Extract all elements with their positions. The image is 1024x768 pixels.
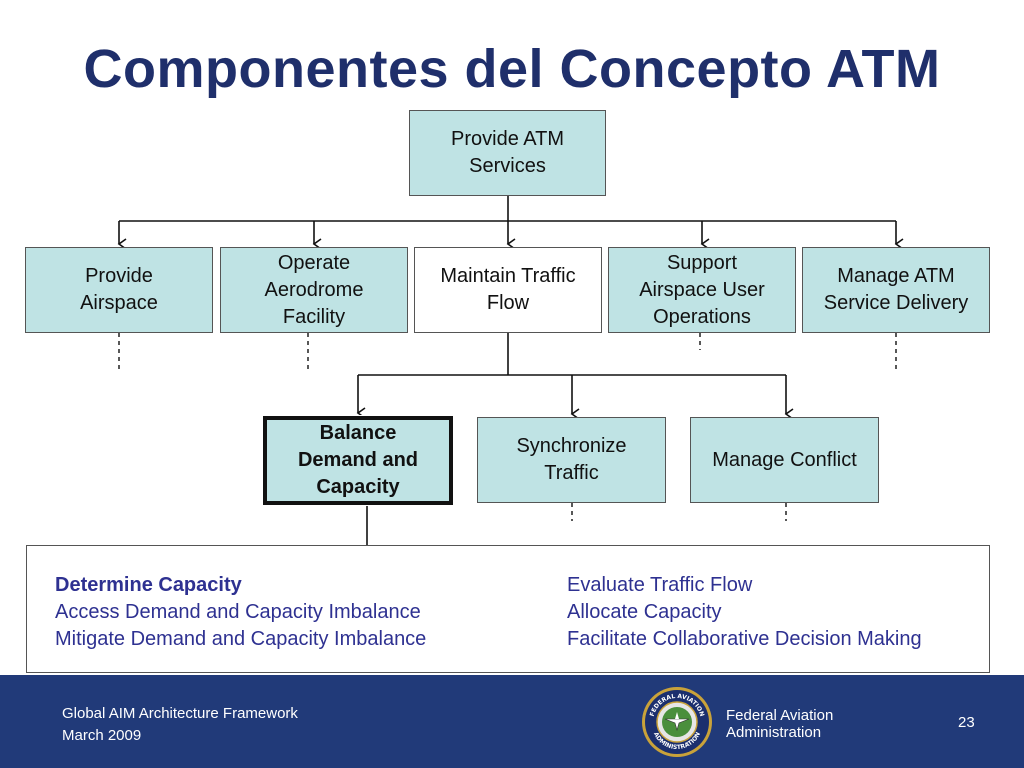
node-operate-aerodrome-facility: Operate Aerodrome Facility bbox=[220, 247, 408, 333]
detail-column-right: Evaluate Traffic Flow Allocate Capacity … bbox=[567, 572, 922, 653]
node-manage-atm-service-delivery: Manage ATM Service Delivery bbox=[802, 247, 990, 333]
node-support-airspace-user-operations: Support Airspace User Operations bbox=[608, 247, 796, 333]
node-label: Synchronize Traffic bbox=[516, 435, 627, 484]
node-label: Manage Conflict bbox=[712, 448, 857, 471]
node-label: Balance Demand and Capacity bbox=[297, 422, 419, 498]
page-number: 23 bbox=[958, 714, 975, 731]
node-maintain-traffic-flow: Maintain Traffic Flow bbox=[414, 247, 602, 333]
node-manage-conflict: Manage Conflict bbox=[690, 417, 879, 503]
detail-panel: Determine Capacity Access Demand and Cap… bbox=[26, 545, 990, 673]
detail-item: Allocate Capacity bbox=[567, 601, 722, 623]
detail-item: Facilitate Collaborative Decision Making bbox=[567, 628, 922, 650]
footer-agency-name: Federal Aviation Administration bbox=[726, 707, 833, 741]
node-label: Provide ATM Services bbox=[451, 128, 564, 177]
node-label: Operate Aerodrome Facility bbox=[264, 251, 364, 328]
footer-info: Global AIM Architecture Framework March … bbox=[62, 703, 298, 747]
detail-item: Determine Capacity bbox=[55, 574, 242, 596]
node-provide-airspace: Provide Airspace bbox=[25, 247, 213, 333]
node-label: Manage ATM Service Delivery bbox=[823, 265, 969, 314]
footer-bar: Global AIM Architecture Framework March … bbox=[0, 675, 1024, 768]
node-balance-demand-and-capacity: Balance Demand and Capacity bbox=[262, 415, 454, 506]
agency-line-1: Federal Aviation bbox=[726, 707, 834, 724]
faa-seal-icon: FEDERAL AVIATION ADMINISTRATION bbox=[642, 687, 712, 757]
footer-framework-title: Global AIM Architecture Framework bbox=[62, 705, 298, 722]
node-provide-atm-services: Provide ATM Services bbox=[409, 110, 606, 196]
node-label: Provide Airspace bbox=[80, 265, 158, 314]
detail-item: Evaluate Traffic Flow bbox=[567, 574, 753, 596]
agency-line-2: Administration bbox=[726, 724, 822, 741]
detail-item: Access Demand and Capacity Imbalance bbox=[55, 601, 421, 623]
detail-item: Mitigate Demand and Capacity Imbalance bbox=[55, 628, 427, 650]
node-synchronize-traffic: Synchronize Traffic bbox=[477, 417, 666, 503]
detail-column-left: Determine Capacity Access Demand and Cap… bbox=[55, 572, 426, 653]
page-title: Componentes del Concepto ATM bbox=[83, 39, 941, 99]
node-label: Support Airspace User Operations bbox=[639, 251, 765, 328]
node-label: Maintain Traffic Flow bbox=[440, 265, 576, 314]
footer-date: March 2009 bbox=[62, 727, 142, 744]
